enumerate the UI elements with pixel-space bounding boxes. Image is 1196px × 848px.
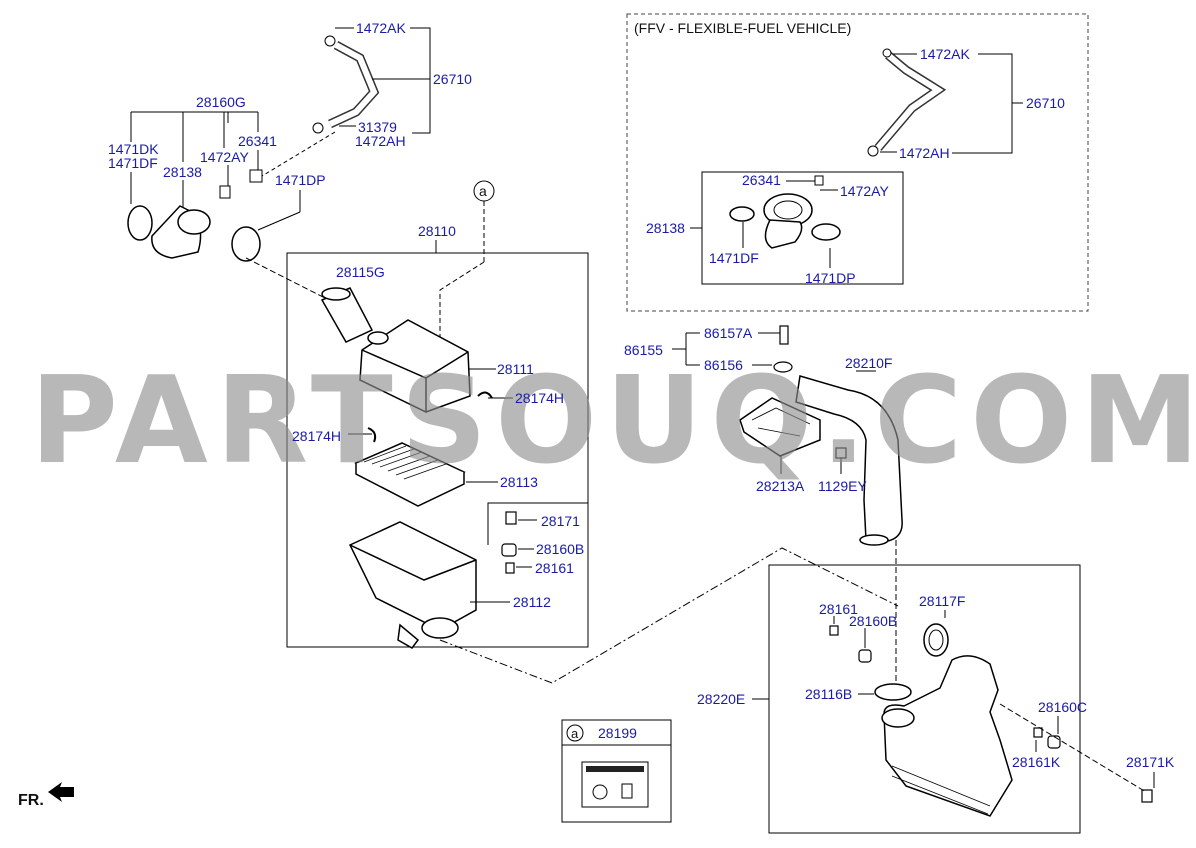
part-1129EY [835,447,847,474]
label-28161-mid[interactable]: 28161 [535,560,574,576]
fr-label: FR. [18,792,44,809]
label-ffv-1472AK[interactable]: 1472AK [920,46,970,62]
label-28111[interactable]: 28111 [497,361,534,377]
label-28116B[interactable]: 28116B [805,686,853,702]
label-28112[interactable]: 28112 [513,594,551,610]
callout-a-text: a [479,183,487,199]
label-ffv-28138[interactable]: 28138 [646,220,685,236]
label-1471DF-left[interactable]: 1471DF [108,155,158,171]
callout-a-text-2: a [571,726,579,741]
ffv-title: (FFV - FLEXIBLE-FUEL VEHICLE) [634,20,851,36]
part-28161-right [829,616,839,636]
left-clamp-top [324,35,336,47]
dash-connector-1 [245,257,326,299]
part-28171 [505,511,537,525]
part-28111 [359,319,471,413]
label-28161K[interactable]: 28161K [1012,754,1061,770]
label-28171[interactable]: 28171 [541,513,580,529]
dash-connector-2 [439,547,899,684]
box-28110 [286,252,589,648]
label-86156[interactable]: 86156 [704,357,743,373]
label-ffv-1472AH[interactable]: 1472AH [899,145,950,161]
label-28174H-left[interactable]: 28174H [292,428,342,444]
label-28110[interactable]: 28110 [418,223,456,239]
left-part-28138 [127,169,263,262]
label-28171K[interactable]: 28171K [1126,754,1175,770]
label-26341-left[interactable]: 26341 [238,133,277,149]
label-1472AY-left[interactable]: 1472AY [200,149,249,165]
part-28117F [923,610,949,657]
part-28160B-mid [501,543,534,557]
dash-connector-3 [999,703,1147,793]
label-1471DK[interactable]: 1471DK [108,141,159,157]
part-28161K [1033,727,1043,752]
label-86157A[interactable]: 86157A [704,325,753,341]
part-28160C [1047,716,1061,749]
label-28117F[interactable]: 28117F [919,593,966,609]
label-1471DP-left[interactable]: 1471DP [275,172,326,188]
label-ffv-1472AY[interactable]: 1472AY [840,183,889,199]
label-1472AH-top[interactable]: 1472AH [355,133,406,149]
left-clamp-bottom [312,122,324,134]
ffv-clamp-top [882,48,892,58]
label-ffv-26710[interactable]: 26710 [1026,95,1065,111]
part-28113 [354,442,466,507]
label-31379[interactable]: 31379 [358,119,397,135]
label-1129EY[interactable]: 1129EY [818,478,867,494]
label-28174H-right[interactable]: 28174H [515,390,565,406]
clip-28174H-left [367,427,377,443]
part-28220E [881,655,1013,817]
label-26710[interactable]: 26710 [433,71,472,87]
label-28220E[interactable]: 28220E [697,691,746,707]
label-28160G[interactable]: 28160G [196,94,246,110]
box-28171-bracket [487,502,588,545]
label-ffv-1471DP[interactable]: 1471DP [805,270,856,286]
part-86157A [779,325,789,345]
part-28171K [1141,772,1155,803]
label-28210F[interactable]: 28210F [845,355,893,371]
label-28138-left[interactable]: 28138 [163,164,202,180]
part-28210F [795,375,903,546]
part-86156 [773,361,793,373]
label-sticker-icon [581,761,649,808]
callout-a-circle-2 [566,724,584,742]
label-1472AK-top[interactable]: 1472AK [356,20,406,36]
ffv-clamp-bottom [867,145,879,157]
part-28213A [739,397,821,457]
label-28160B-mid[interactable]: 28160B [536,541,585,557]
watermark: PARTSOUQ.COM [30,352,1196,491]
label-ffv-26341[interactable]: 26341 [742,172,781,188]
part-28161-mid [505,562,532,574]
label-86155[interactable]: 86155 [624,342,663,358]
label-28160B-right[interactable]: 28160B [849,613,898,629]
part-28160B-right [858,628,872,663]
label-28113[interactable]: 28113 [500,474,538,490]
ffv-hose-26710 [874,51,947,151]
ffv-part-28138 [729,175,841,249]
label-28115G[interactable]: 28115G [336,264,385,280]
part-28112 [348,521,477,649]
part-28116B [858,683,912,701]
ffv-box [626,13,1089,312]
fr-arrow-icon [48,782,74,802]
label-28160C[interactable]: 28160C [1038,699,1088,715]
left-hose-26710 [328,41,380,129]
label-ffv-1471DF[interactable]: 1471DF [709,250,759,266]
clip-28174H-right [477,391,493,399]
label-28213A[interactable]: 28213A [756,478,805,494]
label-28199[interactable]: 28199 [598,725,637,741]
part-28115G [320,287,374,343]
label-28161-right[interactable]: 28161 [819,601,858,617]
